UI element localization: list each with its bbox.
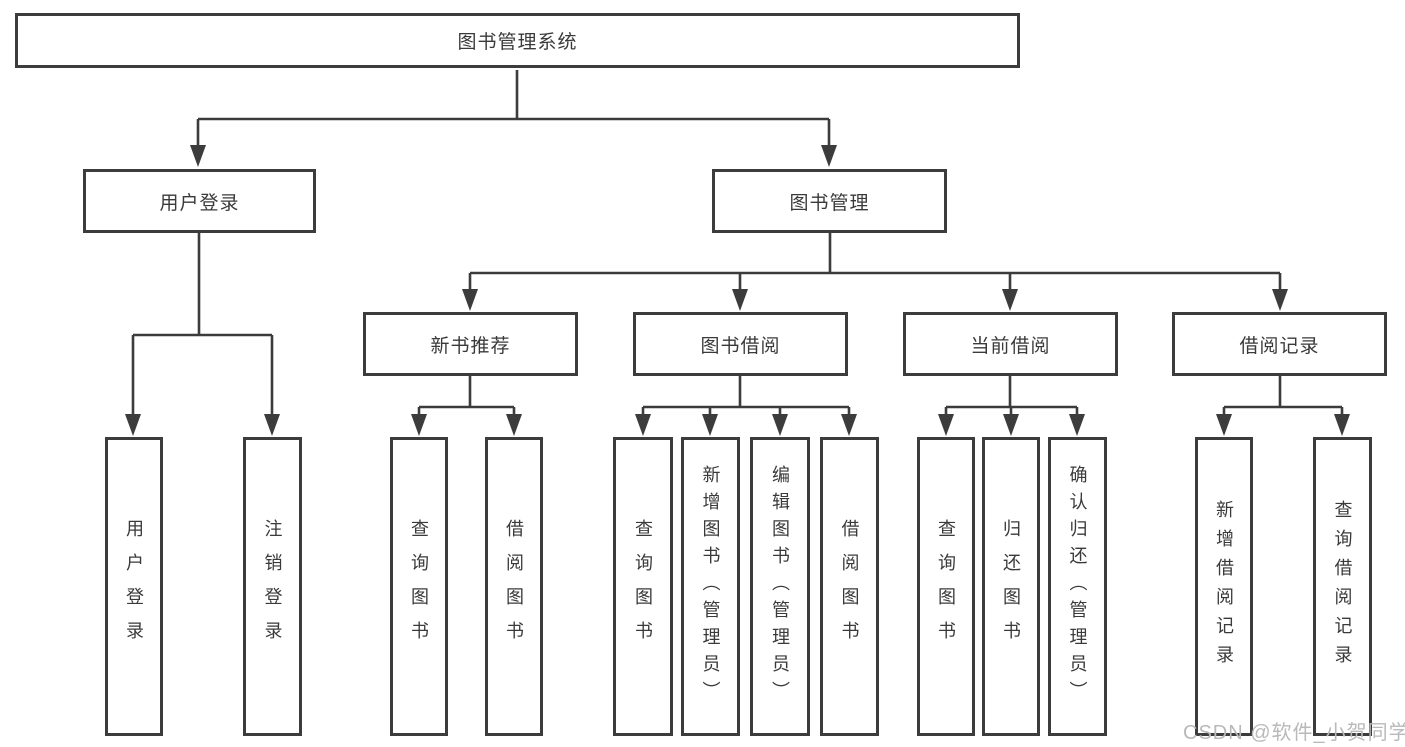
leaf-label: 借阅图书	[839, 518, 860, 655]
leaf-label: 用户登录	[124, 518, 144, 655]
leaf-label: 注销登录	[262, 518, 283, 655]
leaf-label: 查询借阅记录	[1332, 499, 1353, 674]
node-label: 新书推荐	[430, 335, 511, 357]
node-label: 图书管理	[789, 192, 870, 214]
csdn-watermark: CSDN @软件_小贺同学	[1183, 722, 1405, 744]
node-label: 用户登录	[159, 192, 240, 214]
node-label: 图书借阅	[700, 335, 781, 357]
leaf-label: 编辑图书（管理员）	[770, 465, 790, 708]
leaf-add-borrow-record: 新增借阅记录	[1195, 437, 1253, 736]
leaf-add-books-admin: 新增图书（管理员）	[681, 437, 740, 736]
leaf-current-query-books: 查询图书	[917, 437, 975, 736]
leaf-user-login: 用户登录	[105, 437, 163, 736]
node-book-management: 图书管理	[712, 169, 947, 233]
leaf-label: 新增图书（管理员）	[700, 465, 721, 708]
leaf-label: 查询图书	[409, 518, 429, 655]
leaf-query-borrow-record: 查询借阅记录	[1313, 437, 1372, 736]
leaf-borrow-books: 借阅图书	[820, 437, 879, 736]
leaf-edit-books-admin: 编辑图书（管理员）	[750, 437, 810, 736]
node-label: 借阅记录	[1239, 335, 1320, 357]
node-borrowing-records: 借阅记录	[1172, 312, 1387, 376]
node-system-root: 图书管理系统	[15, 13, 1020, 68]
leaf-label: 查询图书	[633, 518, 653, 655]
node-current-borrowing: 当前借阅	[903, 312, 1118, 376]
leaf-label: 查询图书	[936, 518, 956, 655]
leaf-label: 借阅图书	[504, 518, 524, 655]
node-new-books: 新书推荐	[363, 312, 578, 376]
node-label: 当前借阅	[970, 335, 1051, 357]
leaf-borrowing-query-books: 查询图书	[613, 437, 673, 736]
node-user-login: 用户登录	[83, 169, 316, 233]
node-book-borrowing: 图书借阅	[633, 312, 848, 376]
leaf-logout: 注销登录	[243, 437, 302, 736]
leaf-return-books: 归还图书	[982, 437, 1040, 736]
leaf-label: 归还图书	[1001, 518, 1021, 655]
node-label: 图书管理系统	[457, 32, 578, 53]
leaf-newbooks-borrow-books: 借阅图书	[485, 437, 543, 736]
leaf-confirm-return-admin: 确认归还（管理员）	[1048, 437, 1107, 736]
leaf-label: 新增借阅记录	[1214, 499, 1234, 674]
leaf-label: 确认归还（管理员）	[1067, 465, 1088, 708]
leaf-newbooks-query-books: 查询图书	[390, 437, 448, 736]
